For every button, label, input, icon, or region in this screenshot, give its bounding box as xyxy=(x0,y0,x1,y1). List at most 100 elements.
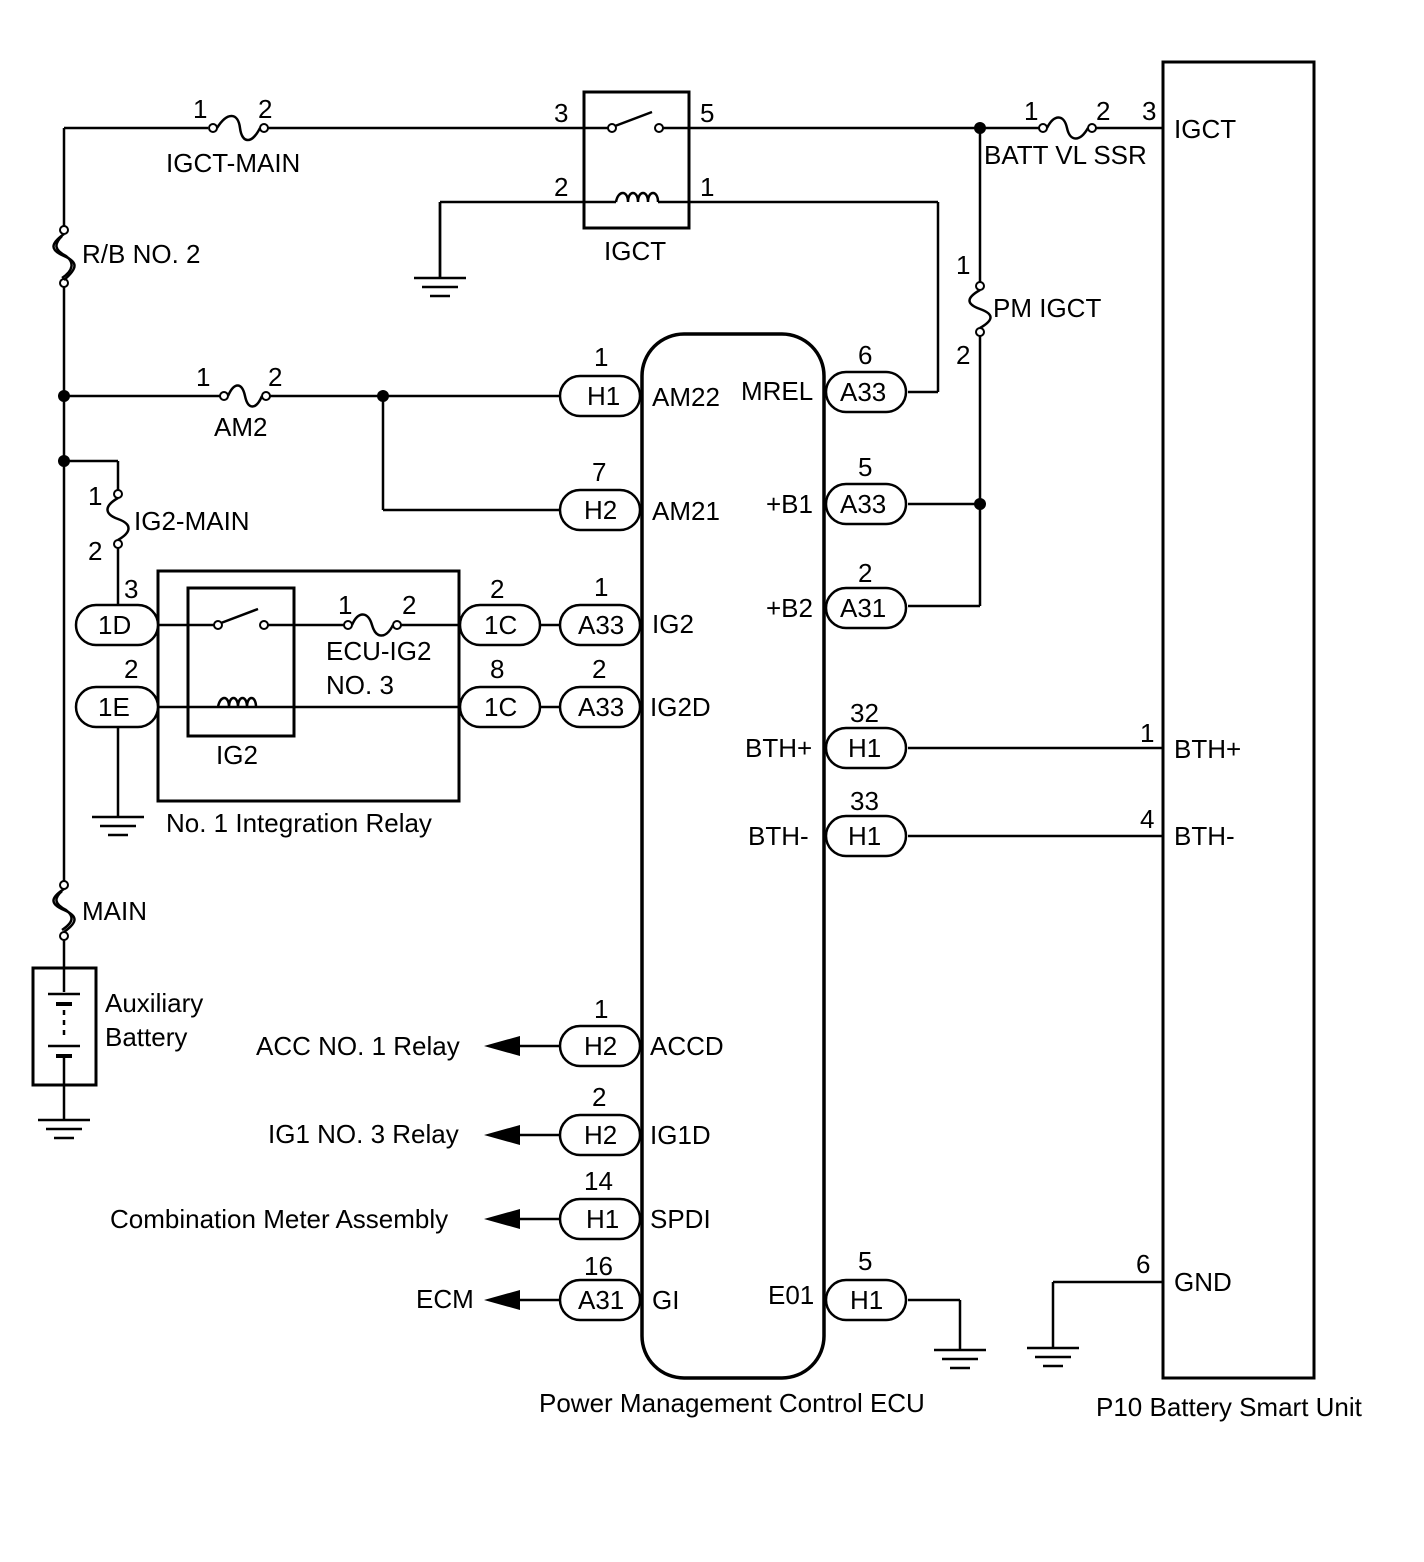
svg-text:1: 1 xyxy=(594,342,608,372)
connector-1d: 1D 3 xyxy=(74,574,160,647)
power-management-ecu: Power Management Control ECU H1 1 AM22 H… xyxy=(110,332,925,1418)
ecu-terminal-ig2d: A33 2 IG2D xyxy=(558,654,711,729)
fuse-pin: 2 xyxy=(88,536,102,566)
ground-icon xyxy=(414,202,466,298)
battery-label: Auxiliary xyxy=(105,988,203,1018)
ecu-terminal-ig2: A33 1 IG2 xyxy=(558,572,694,647)
svg-text:IG2D: IG2D xyxy=(650,692,711,722)
fuse-label: R/B NO. 2 xyxy=(82,239,200,269)
svg-text:1: 1 xyxy=(594,994,608,1024)
svg-text:H1: H1 xyxy=(848,733,881,763)
ecu-terminal-accd: H2 1 ACCD ACC NO. 1 Relay xyxy=(256,994,724,1068)
fuse-pin: 1 xyxy=(196,362,210,392)
svg-text:BTH-: BTH- xyxy=(748,821,809,851)
connector-label: 1C xyxy=(484,610,517,640)
connector-pin: 2 xyxy=(124,654,138,684)
svg-text:IG1D: IG1D xyxy=(650,1120,711,1150)
fuse-am2: 1 2 AM2 xyxy=(196,362,282,442)
svg-text:E01: E01 xyxy=(768,1280,814,1310)
relay-label: IGCT xyxy=(604,236,666,266)
connector-pin: 8 xyxy=(490,654,504,684)
arrow-left-icon xyxy=(484,1036,520,1056)
svg-text:14: 14 xyxy=(584,1166,613,1196)
fuse-ecu-ig2: 1 2 ECU-IG2 NO. 3 xyxy=(326,590,431,700)
unit-terminal: GND xyxy=(1174,1267,1232,1297)
unit-terminal: BTH+ xyxy=(1174,734,1241,764)
unit-terminal: IGCT xyxy=(1174,114,1236,144)
fuse-batt-vl-ssr: 1 2 BATT VL SSR xyxy=(984,96,1147,170)
fuse-pin: 1 xyxy=(88,481,102,511)
ground-icon xyxy=(92,815,144,837)
svg-text:2: 2 xyxy=(592,1082,606,1112)
svg-text:1: 1 xyxy=(594,572,608,602)
fuse-pin: 1 xyxy=(338,590,352,620)
svg-text:H2: H2 xyxy=(584,495,617,525)
svg-text:A33: A33 xyxy=(578,610,624,640)
battery-label: Battery xyxy=(105,1022,187,1052)
unit-pin: 4 xyxy=(1140,804,1154,834)
svg-text:AM21: AM21 xyxy=(652,496,720,526)
unit-terminal: BTH- xyxy=(1174,821,1235,851)
unit-label: P10 Battery Smart Unit xyxy=(1096,1392,1363,1422)
igct-relay: 3 5 2 1 IGCT xyxy=(554,90,714,266)
svg-text:GI: GI xyxy=(652,1285,679,1315)
arrow-left-icon xyxy=(484,1125,520,1145)
connector-pin: 3 xyxy=(124,574,138,604)
connector-1c-top: 1C 2 xyxy=(458,574,542,647)
battery-smart-unit: P10 Battery Smart Unit 3 IGCT 1 BTH+ 4 B… xyxy=(1096,60,1363,1422)
svg-text:SPDI: SPDI xyxy=(650,1204,711,1234)
svg-text:A33: A33 xyxy=(840,489,886,519)
connector-pin: 2 xyxy=(490,574,504,604)
auxiliary-battery: Auxiliary Battery xyxy=(31,966,203,1087)
svg-text:+B1: +B1 xyxy=(766,489,813,519)
unit-pin: 3 xyxy=(1142,96,1156,126)
ground-icon xyxy=(1027,1346,1079,1368)
junctions xyxy=(58,122,986,510)
ecu-terminal-b2: A31 2 +B2 xyxy=(766,558,908,630)
fuse-label: NO. 3 xyxy=(326,670,394,700)
relay-pin: 2 xyxy=(554,172,568,202)
svg-text:6: 6 xyxy=(858,340,872,370)
fuse-igct-main: 1 2 IGCT-MAIN xyxy=(166,94,300,178)
fuse-rb-no2: R/B NO. 2 xyxy=(52,225,200,288)
fuse-pin: 2 xyxy=(1096,96,1110,126)
svg-text:7: 7 xyxy=(592,457,606,487)
svg-text:H1: H1 xyxy=(848,821,881,851)
relay-pin: 3 xyxy=(554,98,568,128)
connector-label: 1E xyxy=(98,692,130,722)
integration-relay: IG2 No. 1 Integration Relay 1D 3 1E 2 1C… xyxy=(74,569,542,838)
arrow-icons xyxy=(484,1036,520,1310)
destination-label: Combination Meter Assembly xyxy=(110,1204,448,1234)
destination-label: ECM xyxy=(416,1284,474,1314)
svg-text:2: 2 xyxy=(592,654,606,684)
ecu-terminal-bth-minus: H1 33 BTH- xyxy=(748,786,908,858)
fuse-pin: 2 xyxy=(268,362,282,392)
fuse-pin: 1 xyxy=(1024,96,1038,126)
svg-text:BTH+: BTH+ xyxy=(745,733,812,763)
fuse-ig2-main: 1 2 IG2-MAIN xyxy=(88,481,250,566)
destination-label: ACC NO. 1 Relay xyxy=(256,1031,460,1061)
fuse-label: ECU-IG2 xyxy=(326,636,431,666)
ecu-terminal-gi: A31 16 GI ECM xyxy=(416,1251,679,1322)
arrow-left-icon xyxy=(484,1290,520,1310)
svg-text:AM22: AM22 xyxy=(652,382,720,412)
svg-text:A31: A31 xyxy=(578,1285,624,1315)
fuse-pin: 1 xyxy=(956,250,970,280)
fuse-label: IGCT-MAIN xyxy=(166,148,300,178)
svg-text:32: 32 xyxy=(850,698,879,728)
svg-text:+B2: +B2 xyxy=(766,593,813,623)
ecu-terminal-bth-plus: H1 32 BTH+ xyxy=(745,698,908,770)
unit-pin: 1 xyxy=(1140,718,1154,748)
ground-icon xyxy=(38,1118,90,1140)
fuse-label: PM IGCT xyxy=(993,293,1101,323)
ecu-terminal-e01: H1 5 E01 xyxy=(768,1246,908,1322)
fuse-pin: 2 xyxy=(956,340,970,370)
fuse-main: MAIN xyxy=(52,880,147,941)
svg-text:5: 5 xyxy=(858,452,872,482)
svg-text:A33: A33 xyxy=(840,377,886,407)
ecu-label: Power Management Control ECU xyxy=(539,1388,925,1418)
relay-label: No. 1 Integration Relay xyxy=(166,808,432,838)
svg-text:A31: A31 xyxy=(840,593,886,623)
arrow-left-icon xyxy=(484,1209,520,1229)
